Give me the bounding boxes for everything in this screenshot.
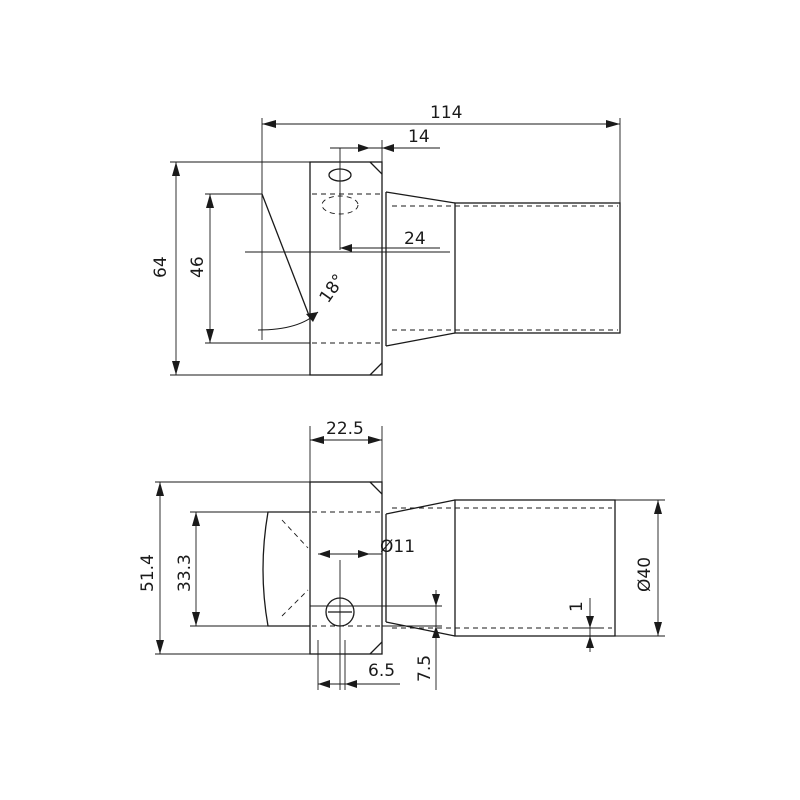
dim-65-arrow-right (345, 680, 357, 688)
top-collar-chamfer (369, 161, 383, 376)
top-angled-edge (261, 193, 311, 319)
dim-d11-arrow-left (318, 550, 330, 558)
dim-225-arrow-left (310, 436, 324, 444)
dim-d40-label: Ø40 (635, 557, 655, 592)
dim-333-arrow-bottom (192, 612, 200, 626)
dim-225-arrow-right (368, 436, 382, 444)
dim-75-label: 7.5 (415, 655, 435, 682)
dim-18-arrow (306, 312, 318, 322)
dim-d40-arrow-bottom (654, 622, 662, 636)
dim-114-arrow-right (606, 120, 620, 128)
dim-514-arrow-top (156, 482, 164, 496)
dim-75-arrow-top (432, 594, 440, 606)
dim-514-label: 51.4 (138, 554, 158, 592)
dim-225-label: 22.5 (326, 419, 364, 439)
top-cone (385, 191, 456, 347)
dim-114-label: 114 (430, 103, 462, 123)
dim-46-label: 46 (188, 256, 208, 278)
bottom-view: 22.5 51.4 33.3 Ø11 Ø40 1 7.5 (138, 419, 665, 690)
bottom-collar-block (309, 481, 383, 655)
dim-333-arrow-top (192, 512, 200, 526)
dim-64-label: 64 (151, 256, 171, 278)
dim-64-arrow-top (172, 162, 180, 176)
dim-1-label: 1 (567, 601, 587, 612)
bottom-collar-chamfer (369, 481, 383, 655)
bottom-wedge (262, 511, 310, 627)
dim-75-arrow-bottom (432, 626, 440, 638)
dim-65-label: 6.5 (368, 661, 395, 681)
dim-46-arrow-bottom (206, 329, 214, 343)
dim-14-label: 14 (408, 127, 430, 147)
dim-14-arrow-right (382, 144, 394, 152)
bottom-cone (385, 499, 456, 637)
dim-333-label: 33.3 (175, 554, 195, 592)
bottom-wedge-hidden (281, 519, 309, 617)
bottom-tube (454, 499, 616, 637)
dim-14-arrow-left (358, 144, 370, 152)
dim-65-arrow-left (318, 680, 330, 688)
dim-18-label: 18° (316, 271, 350, 307)
dim-d11-arrow-right (358, 550, 370, 558)
dim-64-arrow-bottom (172, 361, 180, 375)
dim-24-label: 24 (404, 229, 426, 249)
top-view: 114 14 64 46 24 18° (151, 103, 621, 376)
top-collar-block (309, 161, 383, 376)
top-tube (454, 202, 621, 334)
dim-114-arrow-left (262, 120, 276, 128)
dim-d11-label: Ø11 (380, 537, 415, 557)
dim-46-arrow-top (206, 194, 214, 208)
dim-514-arrow-bottom (156, 640, 164, 654)
dim-24-arrow (340, 244, 352, 252)
dim-d40-arrow-top (654, 500, 662, 514)
dim-1-arrow-bottom (586, 636, 594, 648)
dim-1-arrow-top (586, 616, 594, 628)
